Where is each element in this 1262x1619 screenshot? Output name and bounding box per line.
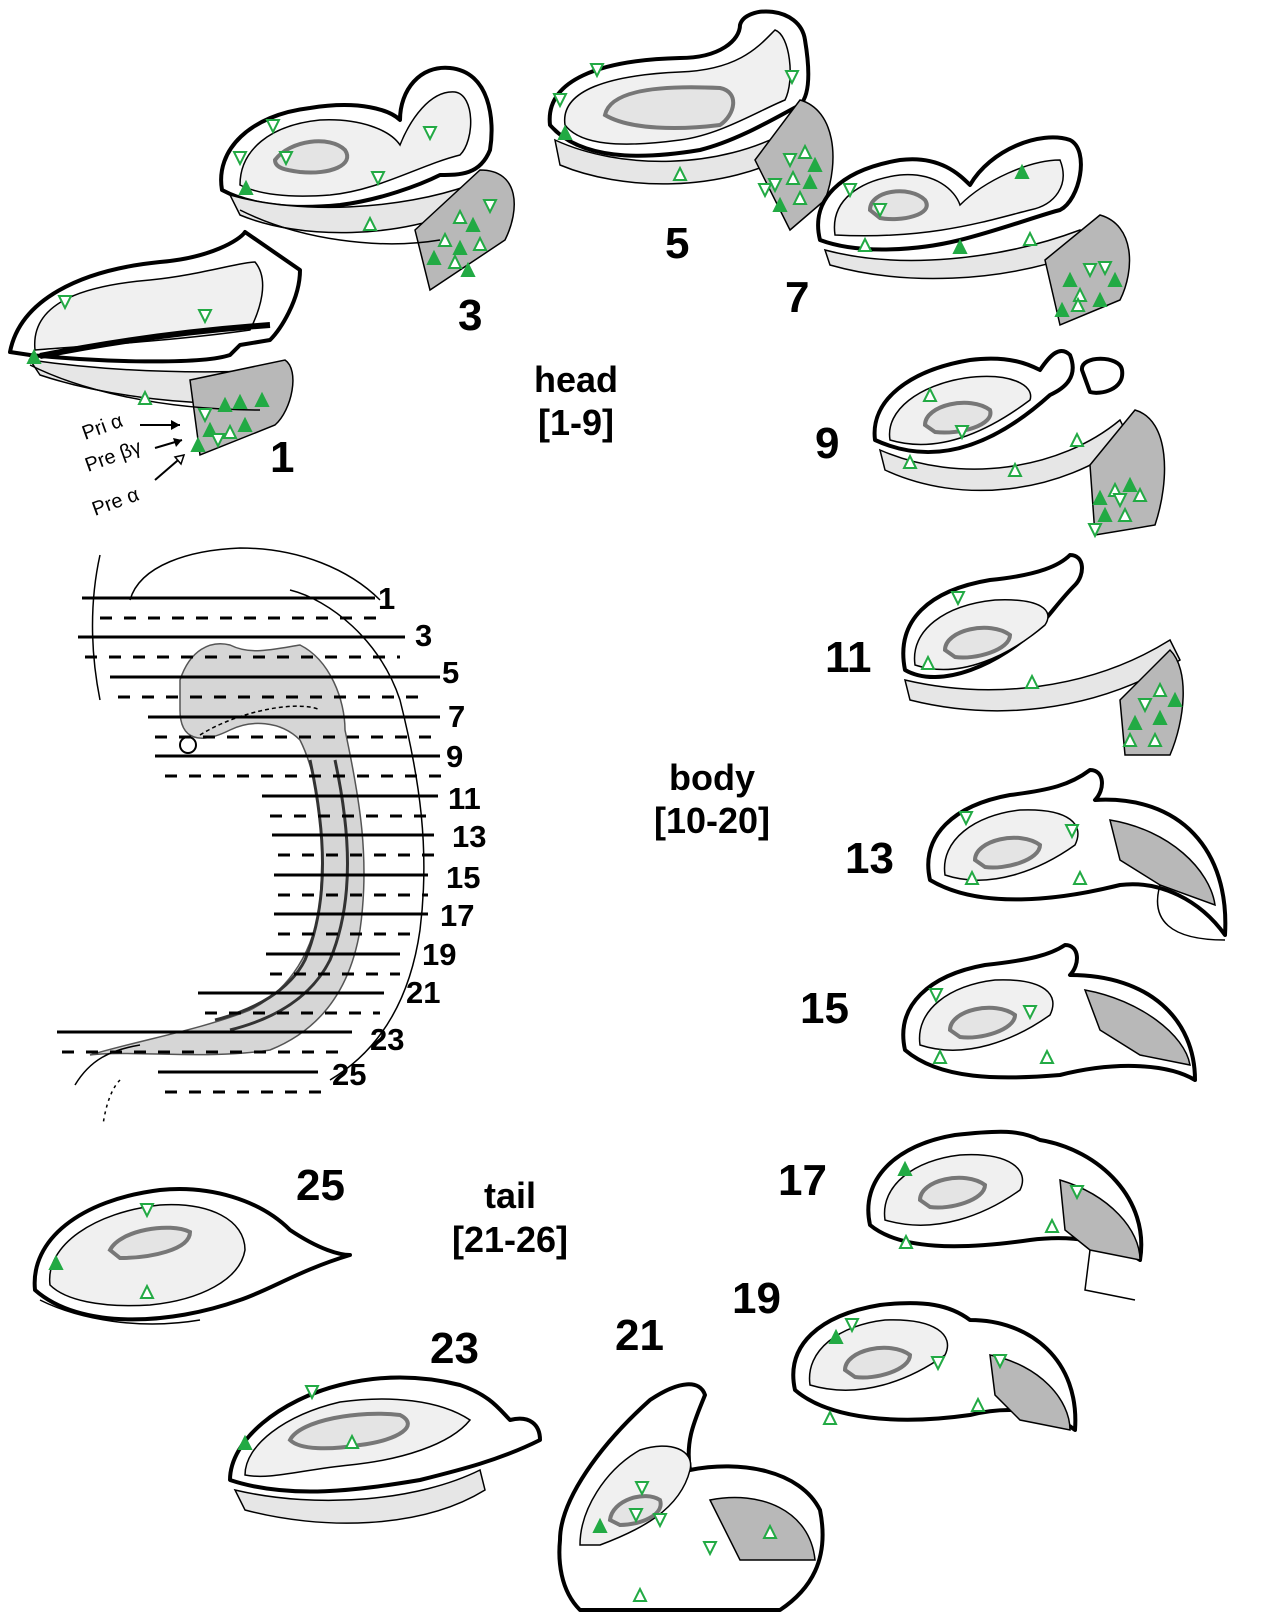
region-labels: head [1-9] body [10-20] tail [21-26] xyxy=(452,359,770,1260)
level-label-3: 3 xyxy=(415,618,432,653)
section-label-25: 25 xyxy=(296,1161,345,1210)
section-label-3: 3 xyxy=(458,291,482,340)
region-head-name: head xyxy=(534,359,618,400)
region-body-range: [10-20] xyxy=(654,800,770,841)
level-label-15: 15 xyxy=(446,860,480,895)
level-label-23: 23 xyxy=(370,1022,404,1057)
section-label-11: 11 xyxy=(825,633,872,682)
level-label-21: 21 xyxy=(406,975,440,1010)
level-label-19: 19 xyxy=(422,937,456,972)
region-tail-name: tail xyxy=(484,1175,536,1216)
level-label-13: 13 xyxy=(452,819,486,854)
level-label-1: 1 xyxy=(378,581,395,616)
arrow-label-pre-alpha: Pre α xyxy=(89,484,142,521)
section-17 xyxy=(868,1132,1141,1300)
open-triangle-marker xyxy=(1071,434,1083,446)
level-label-17: 17 xyxy=(440,898,474,933)
section-label-21: 21 xyxy=(615,1311,664,1360)
open-triangle-marker xyxy=(1024,233,1036,245)
section-label-23: 23 xyxy=(430,1324,479,1373)
open-triangle-marker xyxy=(1026,676,1038,688)
section-19 xyxy=(793,1303,1075,1430)
section-23 xyxy=(230,1378,540,1524)
level-label-11: 11 xyxy=(448,781,481,816)
level-label-7: 7 xyxy=(448,699,465,734)
cell-type-arrows: Pri α Pre βγ Pre α xyxy=(79,410,184,521)
section-13 xyxy=(928,770,1225,940)
open-triangle-marker xyxy=(824,1412,836,1424)
section-label-15: 15 xyxy=(800,984,849,1033)
level-label-9: 9 xyxy=(446,739,463,774)
region-tail-range: [21-26] xyxy=(452,1219,568,1260)
level-label-5: 5 xyxy=(442,655,459,690)
arrow-label-pri-alpha: Pri α xyxy=(79,410,126,445)
section-label-19: 19 xyxy=(732,1274,781,1323)
section-label-1: 1 xyxy=(270,433,294,482)
section-label-9: 9 xyxy=(815,419,839,468)
section-label-17: 17 xyxy=(778,1156,827,1205)
section-11 xyxy=(903,555,1183,755)
region-body-name: body xyxy=(669,757,755,798)
section-label-13: 13 xyxy=(845,834,894,883)
section-1 xyxy=(10,232,300,455)
level-label-25: 25 xyxy=(332,1057,366,1092)
section-5 xyxy=(550,11,833,230)
section-21 xyxy=(559,1384,822,1610)
section-label-5: 5 xyxy=(665,219,689,268)
section-9 xyxy=(875,351,1165,535)
region-head-range: [1-9] xyxy=(538,402,614,443)
section-label-7: 7 xyxy=(785,273,809,322)
